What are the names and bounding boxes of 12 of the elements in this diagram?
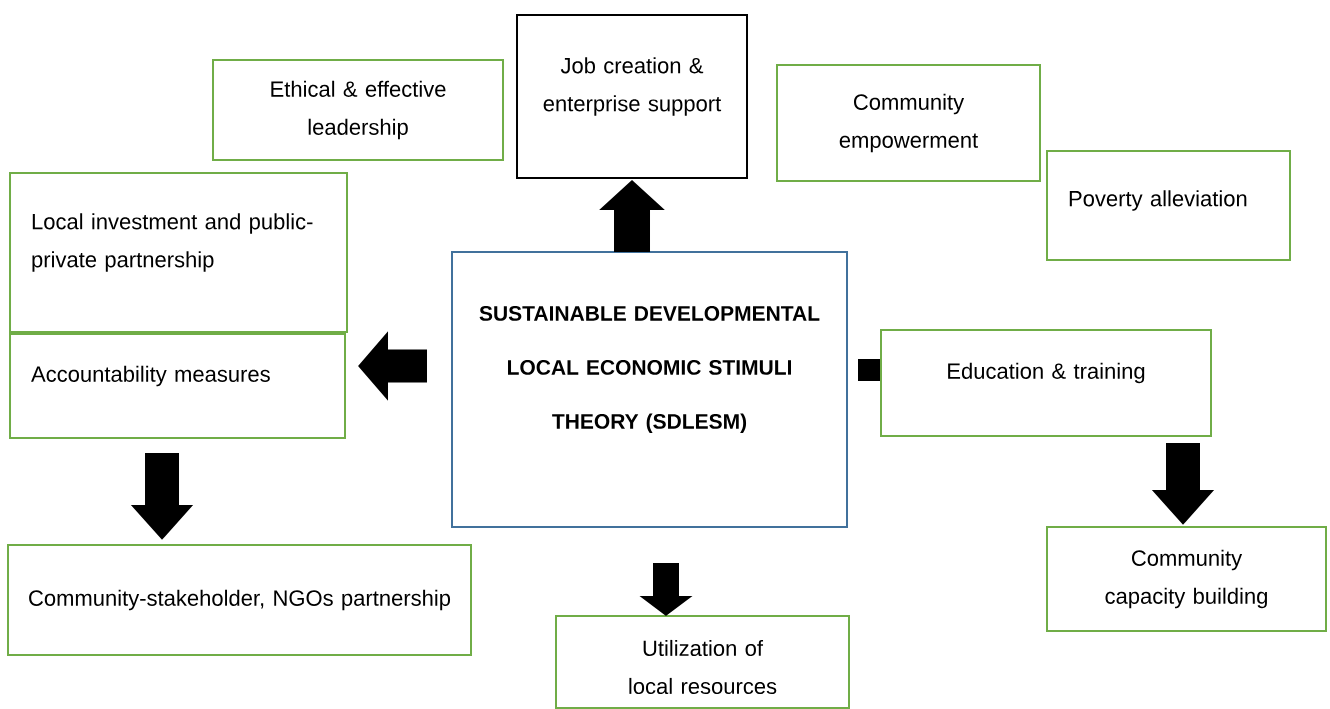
text-box: Utilization of local resources	[555, 615, 850, 709]
text-box: Ethical & effective leadership	[212, 59, 504, 161]
text-box: Community empowerment	[776, 64, 1041, 182]
text-box: Education & training	[880, 329, 1212, 437]
connector-bar	[858, 359, 880, 381]
text-box: Local investment and public-private partnership	[9, 172, 348, 333]
title-box: SUSTAINABLE DEVELOPMENTAL LOCAL ECONOMIC STIMULI THEORY (SDLESM)	[451, 251, 848, 528]
text-box: Community capacity building	[1046, 526, 1327, 632]
text-box: Poverty alleviation	[1046, 150, 1291, 261]
text-box: Community-stakeholder, NGOs partnership	[7, 544, 472, 656]
text-box: Job creation & enterprise support	[516, 14, 748, 179]
text-box: Accountability measures	[9, 333, 346, 439]
